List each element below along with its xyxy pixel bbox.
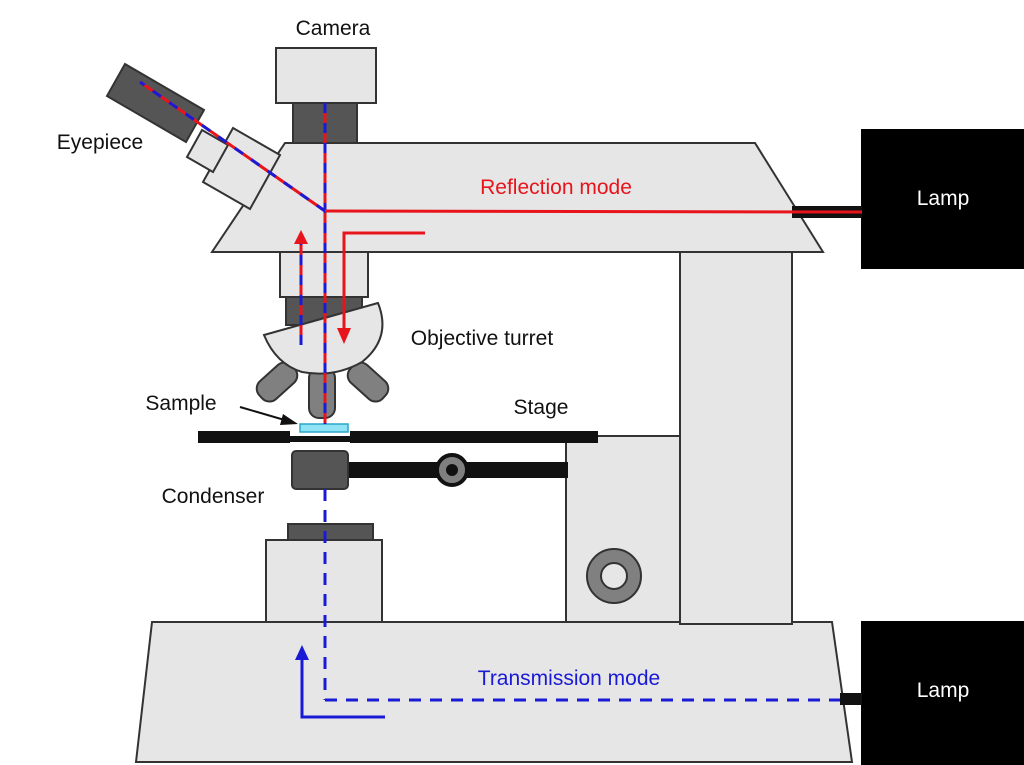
stage-center (286, 436, 354, 442)
lamp-bottom (861, 621, 1024, 765)
lamp-bottom-cable (840, 693, 862, 705)
sample-pointer-arrowhead (280, 414, 298, 425)
sample-label: Sample (145, 392, 216, 415)
microscope-base (134, 621, 854, 763)
condenser-knob-center (446, 464, 458, 476)
lower-light-housing-cap (287, 523, 374, 541)
reflection-arrow-down (342, 231, 425, 330)
camera-label: Camera (296, 17, 371, 40)
reflection-arrowhead-up (294, 230, 308, 244)
eyepiece-label: Eyepiece (57, 131, 143, 154)
lamp-bottom-label: Lamp (917, 679, 970, 702)
objective-turret (262, 301, 384, 375)
stage-left (198, 431, 290, 443)
sample-pointer-line (239, 406, 289, 422)
objective-center (308, 367, 336, 419)
light-path-eyepiece-blue (139, 80, 326, 213)
condenser (291, 450, 349, 490)
transmission-arrowhead (295, 645, 309, 660)
condenser-label: Condenser (162, 485, 265, 508)
lamp-top (861, 129, 1024, 269)
sample (299, 423, 349, 433)
reflection-arrowhead-down (337, 328, 351, 344)
reflection-mode-label: Reflection mode (480, 176, 632, 199)
transmission-arrow (300, 658, 385, 719)
lamp-top-label: Lamp (917, 187, 970, 210)
focus-knob-hole (600, 562, 628, 590)
reflection-path-horizontal (324, 209, 863, 214)
microscope-pillar (679, 251, 793, 625)
objective-turret-label: Objective turret (411, 327, 554, 350)
stage-right (350, 431, 598, 443)
camera (275, 47, 377, 104)
microscope-head (210, 142, 825, 253)
eyepiece (105, 62, 206, 144)
transmission-mode-label: Transmission mode (478, 667, 660, 690)
stage-label: Stage (514, 396, 569, 419)
eyepiece-neck (185, 128, 230, 174)
